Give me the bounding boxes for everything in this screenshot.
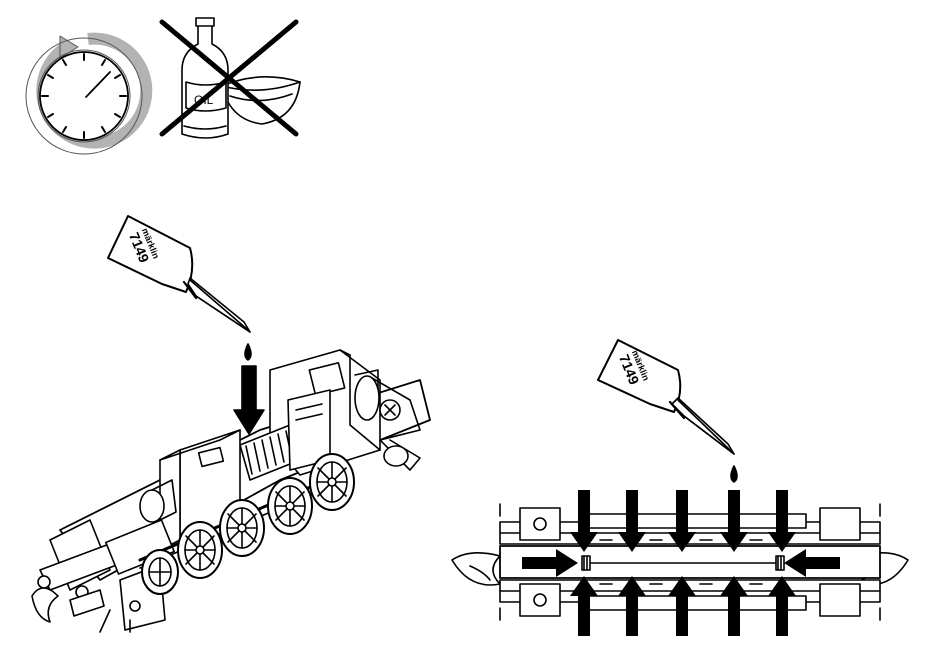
- arrow-icon: [234, 366, 264, 434]
- crossed-oil-bottle-icon: OIL: [162, 18, 300, 138]
- oil-dropper-icon: märklin 7149: [598, 340, 734, 454]
- oil-drop-icon: [731, 466, 737, 482]
- oil-drop-icon: [245, 344, 251, 360]
- stopwatch-icon: [26, 36, 146, 154]
- oil-dropper-icon: märklin 7149: [108, 216, 250, 332]
- locomotive-chassis: [32, 350, 430, 632]
